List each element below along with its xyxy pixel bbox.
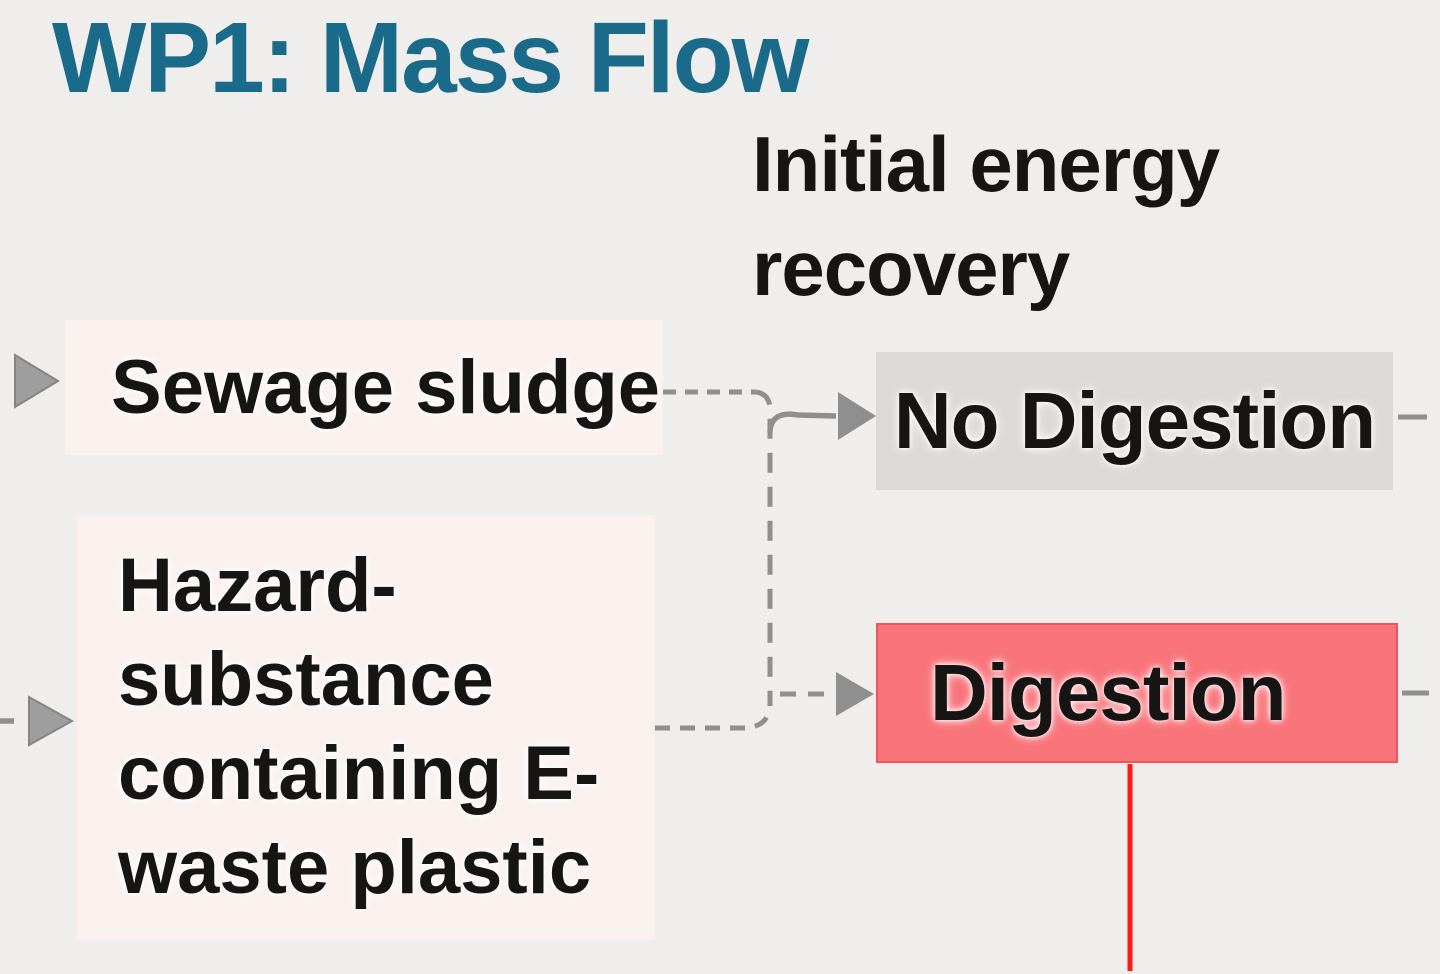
node-hazard-substance-e-waste-plastic: Hazard- substance containing E- waste pl… (77, 515, 655, 940)
dashed-connector-vertical-trunk (755, 389, 773, 706)
inflow-triangle-icon (14, 353, 60, 409)
node-sewage-sludge-label: Sewage sludge (111, 345, 661, 430)
arrowhead-icon (838, 392, 876, 440)
node-no-digestion: No Digestion (876, 352, 1393, 490)
page-title: WP1: Mass Flow (52, 2, 809, 114)
arrow-to-no-digestion (767, 411, 837, 434)
node-sewage-sludge: Sewage sludge (65, 320, 663, 455)
inflow-triangle-icon (28, 695, 75, 747)
column-header-initial-energy-recovery: Initial energy recovery (752, 120, 1220, 312)
arrowhead-icon (836, 672, 874, 716)
node-hazard-label: Hazard- substance containing E- waste pl… (118, 543, 600, 910)
node-digestion: Digestion (876, 623, 1398, 763)
node-digestion-label: Digestion (930, 648, 1286, 737)
dashed-connector-hazard (655, 707, 772, 731)
node-no-digestion-label: No Digestion (893, 376, 1376, 465)
